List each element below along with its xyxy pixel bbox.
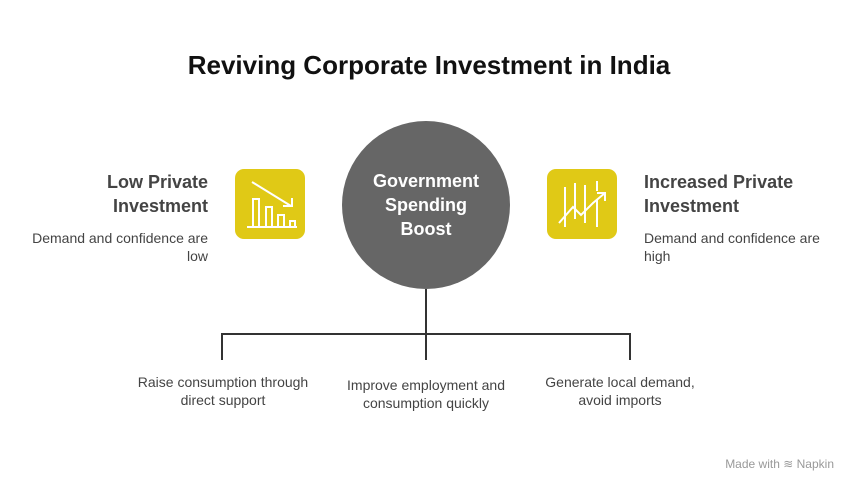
left-heading: Low Private Investment xyxy=(106,172,208,216)
brand-name: Napkin xyxy=(796,457,834,471)
center-circle: Government Spending Boost xyxy=(342,121,510,289)
connector-bar xyxy=(221,333,631,335)
diagram-title: Reviving Corporate Investment in India xyxy=(187,50,671,80)
rising-chart-icon xyxy=(547,169,617,239)
made-with-text: Made with xyxy=(725,457,780,471)
center-label: Government Spending Boost xyxy=(372,171,480,239)
right-heading: Increased Private Investment xyxy=(644,172,794,216)
branch-3: Generate local demand, avoid imports xyxy=(545,374,695,408)
napkin-logo-icon: ≋ xyxy=(783,457,794,471)
branch-2: Improve employment and consumption quick… xyxy=(347,377,505,411)
connector-left xyxy=(221,333,223,360)
footer[interactable]: Made with ≋ Napkin xyxy=(725,457,834,471)
right-description: Demand and confidence are high xyxy=(644,230,820,264)
left-description: Demand and confidence are low xyxy=(32,230,208,264)
declining-bar-chart-icon xyxy=(235,169,305,239)
connector-right xyxy=(629,333,631,360)
connector-trunk xyxy=(425,289,427,360)
branch-1: Raise consumption through direct support xyxy=(137,374,309,408)
